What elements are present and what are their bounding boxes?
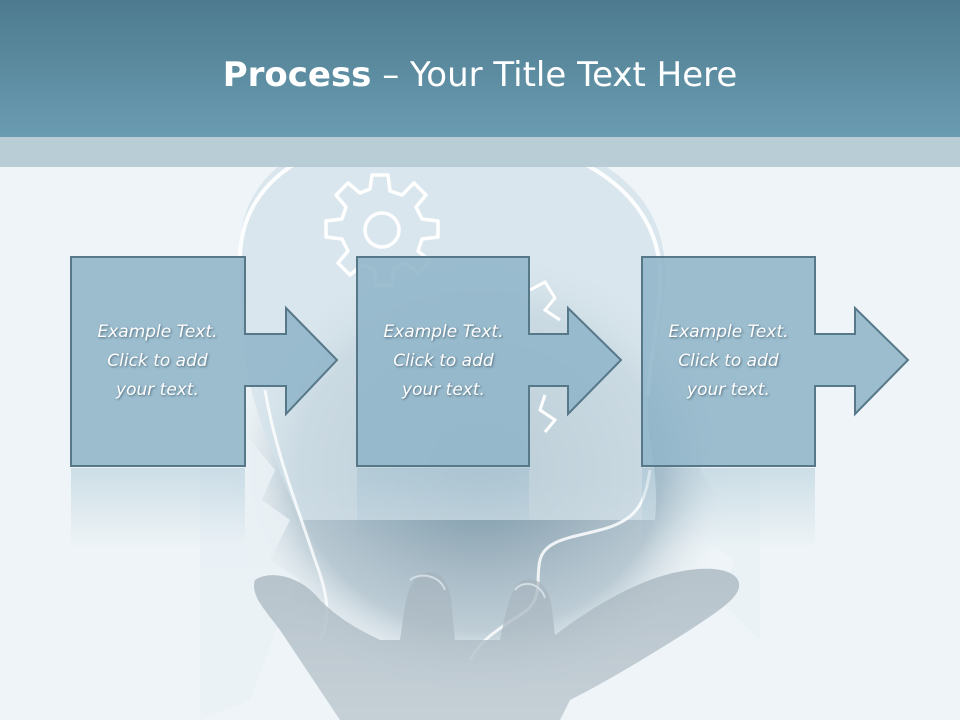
step-1-line-1: Example Text.: [97, 321, 218, 342]
process-step-2-text[interactable]: Example Text. Click to add your text.: [356, 256, 531, 466]
step-2-line-1: Example Text.: [383, 321, 504, 342]
title-bar-strip: [0, 137, 960, 167]
process-arrow-3-reflection: [642, 468, 815, 548]
title-bold: Process: [222, 55, 372, 95]
title-bar: [0, 0, 960, 137]
step-2-line-2: Click to add: [393, 350, 494, 371]
slide-title[interactable]: Process – Your Title Text Here: [0, 50, 960, 100]
step-1-line-3: your text.: [116, 379, 199, 400]
process-arrow-1[interactable]: [70, 256, 340, 468]
step-3-line-2: Click to add: [678, 350, 779, 371]
step-1-line-2: Click to add: [107, 350, 208, 371]
process-arrow-2-reflection: [357, 468, 529, 548]
process-step-1-text[interactable]: Example Text. Click to add your text.: [70, 256, 245, 466]
step-3-line-1: Example Text.: [668, 321, 789, 342]
step-2-line-3: your text.: [402, 379, 485, 400]
process-arrow-3[interactable]: [641, 256, 911, 468]
process-arrow-2[interactable]: [356, 256, 626, 468]
process-arrow-1-reflection: [71, 468, 245, 548]
step-3-line-3: your text.: [687, 379, 770, 400]
title-rest: – Your Title Text Here: [371, 55, 738, 95]
process-step-3-text[interactable]: Example Text. Click to add your text.: [641, 256, 816, 466]
